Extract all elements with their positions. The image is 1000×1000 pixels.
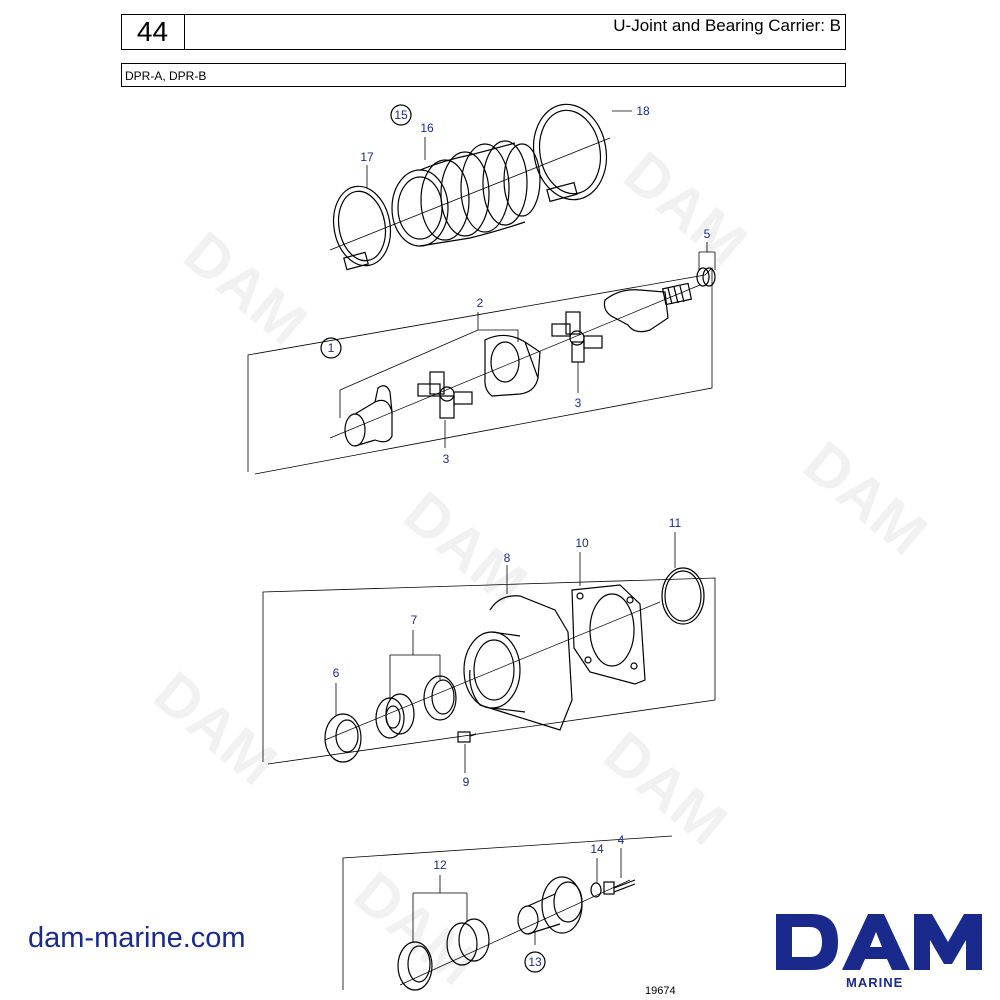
callout-8: 8 [504,551,511,565]
bellows-16 [391,140,541,247]
tapered-roller-bearing-7 [375,693,415,739]
drawing-number: 19674 [645,985,676,997]
logo-subtitle: MARINE [846,975,904,990]
watermark-text: DAM [142,659,290,798]
hose-clamp-18 [532,103,608,203]
section-number: 44 [121,14,185,50]
callout-17: 17 [360,150,374,164]
u-joint-cross-left [417,371,473,419]
callout-10: 10 [575,536,589,550]
callout-circle-1 [320,337,342,359]
callout-15: 15 [394,108,408,122]
watermark: DAM DAM DAM DAM DAM DAM DAM [142,139,940,998]
parts-linework [247,103,716,991]
circlip-5 [696,267,716,287]
dam-logo [776,914,982,970]
callout-14: 14 [590,842,604,856]
callout-1: 1 [328,341,335,355]
bearing-race-7 [423,675,457,721]
callout-7: 7 [411,613,418,627]
callout-9: 9 [463,775,470,789]
watermark-text: DAM [392,479,540,618]
website-link[interactable]: dam-marine.com [28,922,246,954]
tapered-roller-bearing-12 [446,918,490,966]
callout-16: 16 [420,121,434,135]
hose-clamp-17 [332,185,392,271]
header-box: U-Joint and Bearing Carrier: B [121,14,846,50]
callout-3: 3 [575,396,582,410]
watermark-text: DAM [172,219,320,358]
pinion-gear-13 [517,876,583,935]
model-subheader: DPR-A, DPR-B [121,63,846,87]
callout-labels: 15 16 18 17 5 2 1 3 3 11 10 8 7 6 9 14 4… [328,104,711,969]
callout-11: 11 [669,516,682,530]
screw-9 [457,731,477,743]
gasket-10 [571,584,646,685]
washer-14 [590,882,602,898]
watermark-text: DAM [792,429,940,568]
callout-3: 3 [443,452,450,466]
o-ring-11 [661,567,705,625]
page-title: U-Joint and Bearing Carrier: B [613,16,841,35]
callout-18: 18 [636,104,650,118]
callout-6: 6 [333,666,340,680]
bearing-carrier-8 [463,595,573,731]
callout-5: 5 [704,227,711,241]
bearing-race-12 [397,941,433,991]
callout-circle-13 [524,951,546,973]
watermark-text: DAM [612,139,760,278]
input-yoke [344,385,393,447]
u-joint-cross-right [551,311,603,363]
watermark-text: DAM [342,859,490,998]
callout-2: 2 [477,296,484,310]
callout-13: 13 [528,955,542,969]
callout-circle-15 [390,104,412,126]
watermark-text: DAM [592,719,740,858]
callout-4: 4 [618,833,625,847]
leader-lines [335,110,716,945]
output-yoke [603,282,693,333]
center-double-yoke [484,334,541,397]
bolt-4 [603,879,636,895]
oil-seal-6 [324,713,362,763]
callout-12: 12 [433,858,447,872]
